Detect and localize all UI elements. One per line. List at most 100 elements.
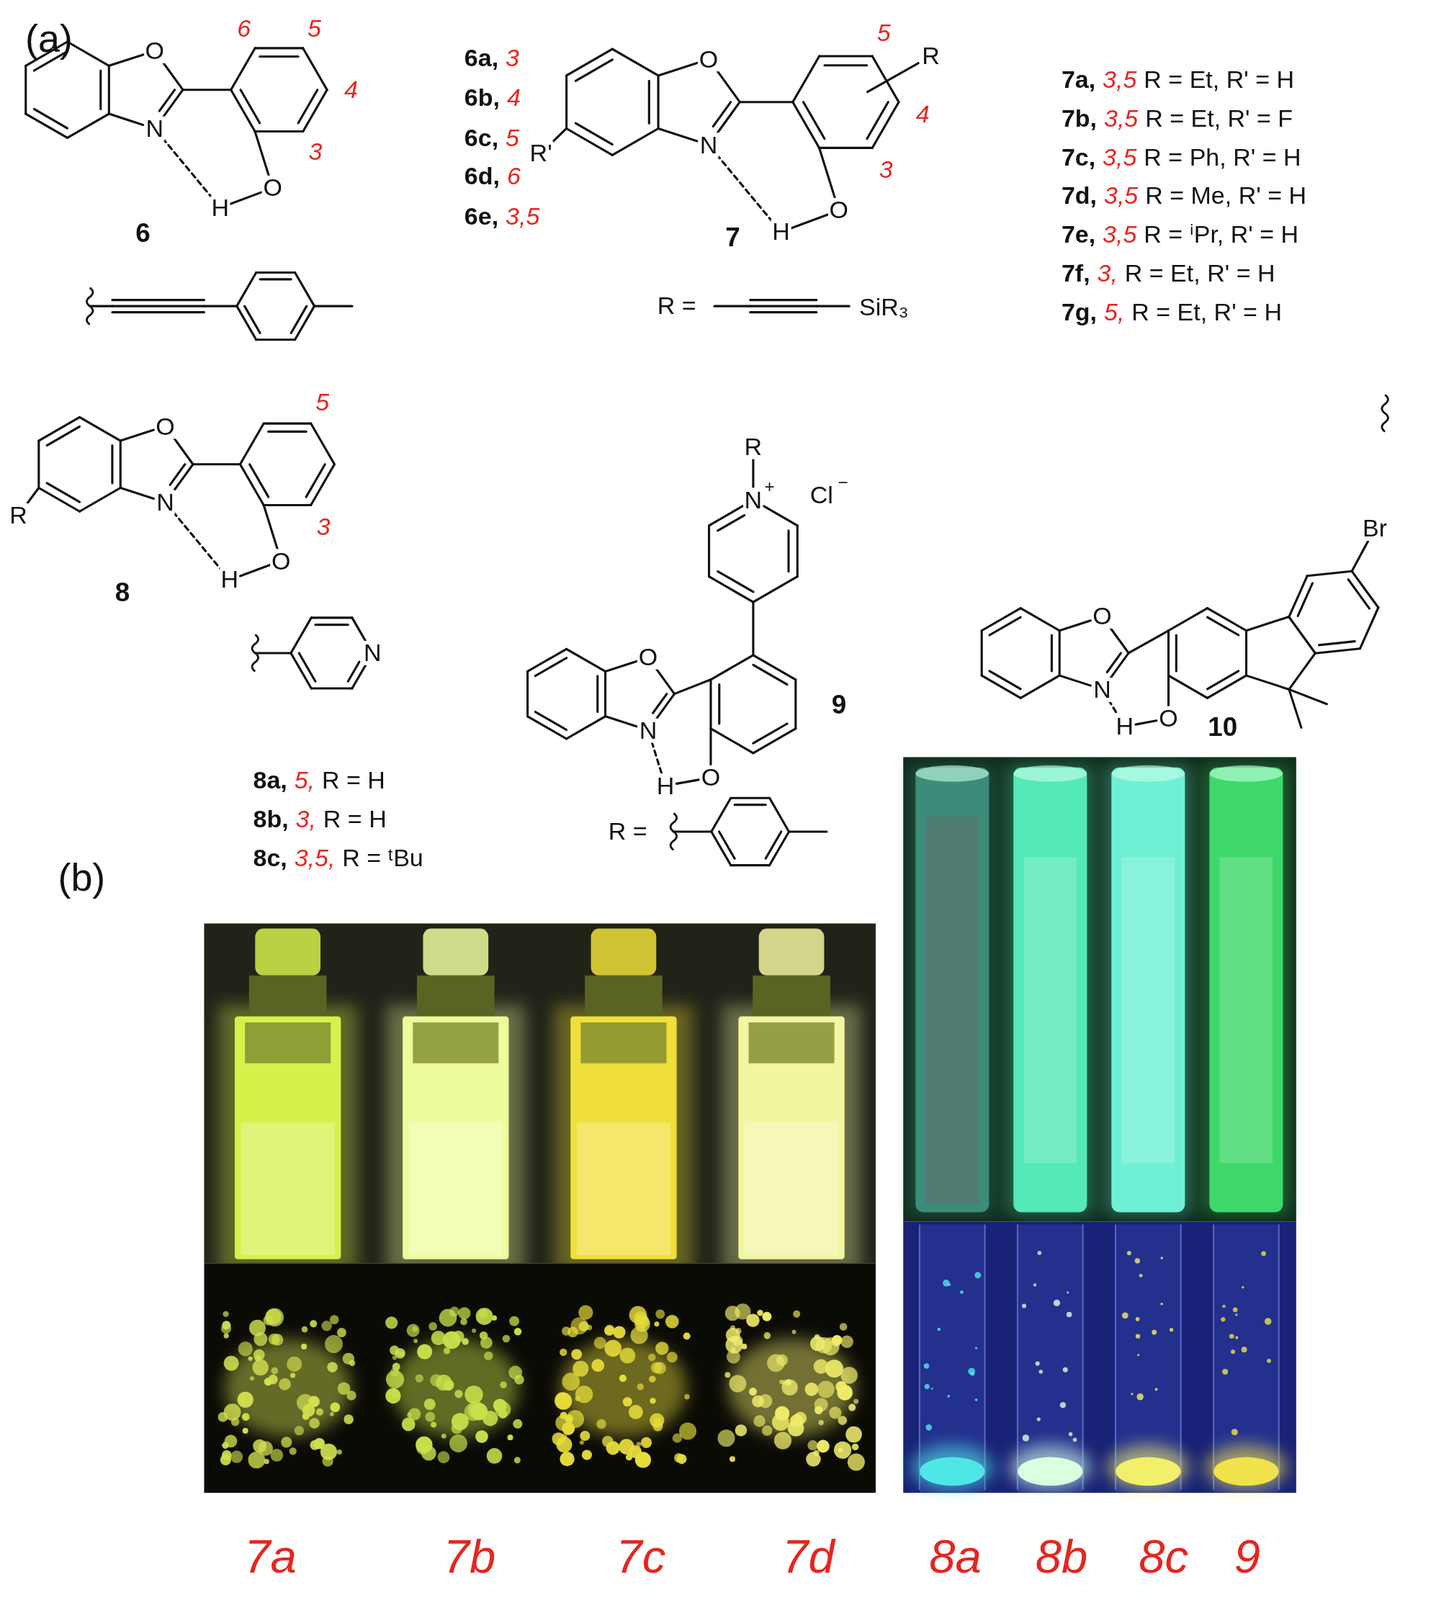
powder-grain [406, 1324, 420, 1338]
bond-line [24, 65, 27, 114]
bond-line [1168, 608, 1208, 631]
bond-line [240, 90, 260, 124]
bond-line [79, 416, 121, 441]
bond-line [566, 716, 606, 739]
compound-row: 7f,3,R = Et, R' = H [1061, 261, 1276, 286]
powder-grain [947, 1394, 950, 1398]
tube-wall [1212, 1224, 1215, 1491]
powder-grain [554, 1392, 570, 1408]
powder-grain [666, 1351, 678, 1363]
bond-line [295, 272, 315, 307]
powder-grain [437, 1451, 450, 1464]
bond-line [794, 679, 797, 729]
atom-label: O [1158, 706, 1179, 731]
powder-grain [837, 1415, 847, 1426]
powder-grain [567, 1327, 579, 1339]
position-number: 5 [315, 389, 330, 415]
powder-grain [579, 1440, 585, 1445]
powder-grain [833, 1441, 852, 1460]
bond-line [739, 100, 793, 103]
compound-row: 7b,3,5R = Et, R' = F [1061, 105, 1293, 131]
vial-rim [1013, 765, 1087, 783]
compound-number: 10 [1207, 713, 1238, 741]
bond-line [120, 429, 154, 441]
cuvette-neck [249, 975, 327, 1020]
atom-label: N [144, 116, 165, 142]
bond-line [714, 305, 751, 308]
hydrogen-bond [162, 138, 214, 200]
powder-grain [1039, 1369, 1043, 1374]
powder-grain [264, 1377, 273, 1386]
powder-grain [782, 1379, 788, 1385]
powder-grain [1135, 1333, 1141, 1339]
powder-grain [316, 1408, 324, 1416]
powder-grain [514, 1374, 524, 1385]
powder-grain [1127, 1250, 1132, 1256]
bond-line [1297, 583, 1313, 617]
powder-grain [751, 1395, 765, 1408]
position-number: 3,5 [1102, 67, 1137, 93]
powder-grain [835, 1381, 847, 1393]
bond-line [765, 831, 782, 859]
powder-grain [620, 1348, 636, 1364]
bond-line [352, 663, 367, 689]
bond-line [244, 306, 261, 333]
position-number: 4 [344, 77, 358, 103]
position-number: 3,5 [1102, 144, 1137, 170]
bond-line [263, 422, 311, 425]
powder-grain [665, 1315, 680, 1329]
compound-id: 6a, [464, 46, 499, 71]
powder-grain [774, 1432, 792, 1450]
bond-line [108, 65, 111, 114]
bond-line [236, 272, 257, 307]
bond-line [565, 75, 568, 129]
bond-line [788, 830, 827, 833]
bond-line [709, 506, 744, 526]
powder-grain [840, 1335, 854, 1349]
powder-grain [579, 1321, 590, 1332]
bond-line [719, 831, 736, 859]
bond-line [989, 671, 1021, 690]
compound-id: 7c, [1061, 144, 1096, 170]
atom-label: O [699, 765, 721, 791]
atom-label: H [1114, 714, 1135, 739]
powder-grain [278, 1378, 291, 1391]
powder-grain [924, 1384, 930, 1390]
charge-sign: − [838, 473, 849, 492]
powder-grain [1060, 1402, 1066, 1408]
position-number: 5 [307, 16, 322, 42]
compound-id: 6e, [464, 203, 499, 229]
powder-grain [561, 1372, 580, 1391]
bond-line [313, 305, 352, 308]
powder-grain [793, 1412, 807, 1426]
powder-grain [622, 1397, 633, 1407]
compound-row: 8b,3,R = H [252, 807, 387, 832]
atom-label: O [154, 414, 176, 439]
bond-line [792, 56, 820, 103]
powder-grain [394, 1348, 406, 1359]
powder-grain [554, 1392, 572, 1411]
powder-grain [411, 1326, 418, 1333]
compound-row: 6b,4 [464, 85, 521, 111]
powder-grain [1053, 1299, 1061, 1307]
powder-grain [424, 1412, 435, 1423]
powder-grain [1231, 1428, 1238, 1436]
vial-rim [1209, 765, 1283, 783]
powder-grain [242, 1428, 249, 1434]
powder-grain [439, 1309, 458, 1328]
powder-grain [805, 1382, 819, 1397]
bond-line [256, 338, 296, 341]
powder-grain [286, 1356, 302, 1372]
powder-grain [628, 1405, 644, 1420]
powder-grain [450, 1423, 463, 1435]
powder-grain [386, 1370, 405, 1389]
powder-grain [1220, 1317, 1225, 1322]
bond-line [1289, 653, 1316, 690]
powder-grain [491, 1315, 497, 1321]
powder-grain [559, 1348, 567, 1357]
powder-grain [814, 1397, 829, 1412]
bond-line [239, 423, 264, 465]
bond-line [352, 617, 367, 643]
bond-line [604, 671, 607, 716]
powder-grain [224, 1435, 238, 1449]
